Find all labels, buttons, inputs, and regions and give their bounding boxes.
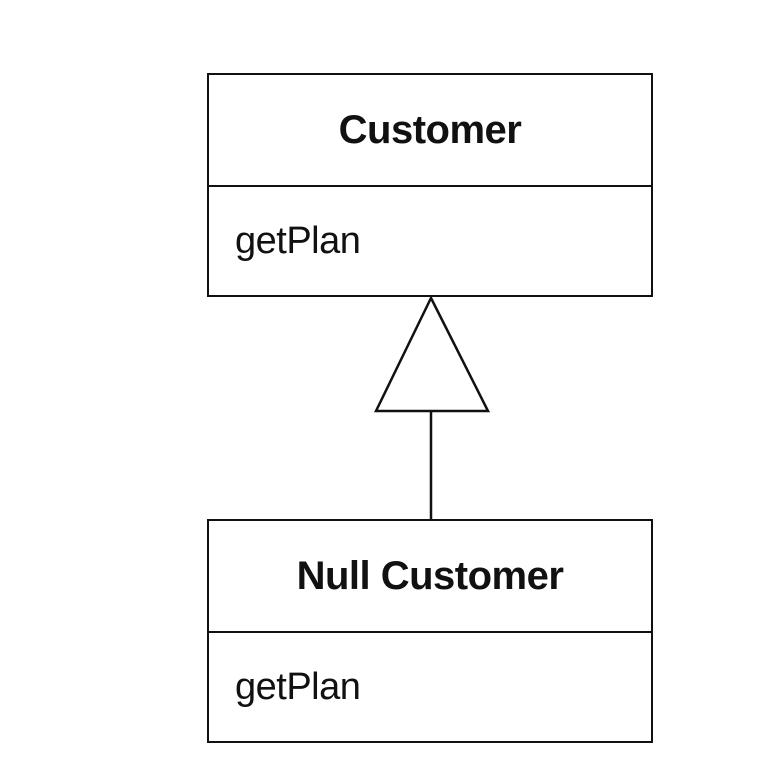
customer-class-box: Customer getPlan xyxy=(207,73,653,297)
null-customer-class-box: Null Customer getPlan xyxy=(207,519,653,743)
generalization-arrowhead xyxy=(374,295,491,413)
customer-method-getplan: getPlan xyxy=(235,219,361,262)
null-customer-method-getplan: getPlan xyxy=(235,665,361,708)
null-customer-class-name: Null Customer xyxy=(209,521,651,633)
customer-methods-compartment: getPlan xyxy=(209,187,651,295)
customer-class-name: Customer xyxy=(209,75,651,187)
null-customer-methods-compartment: getPlan xyxy=(209,633,651,741)
